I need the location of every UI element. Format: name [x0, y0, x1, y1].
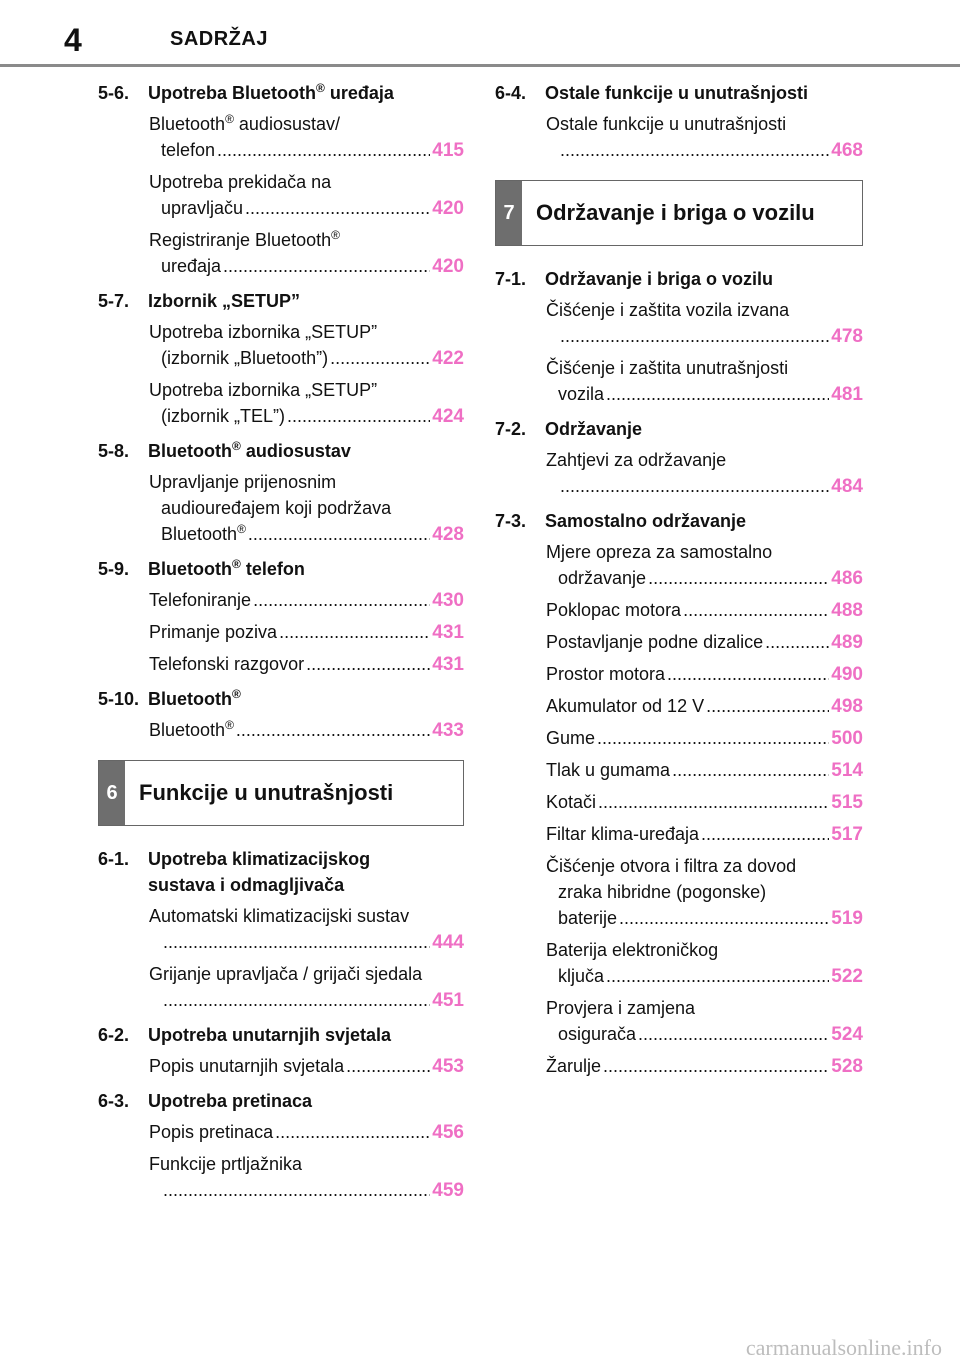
toc-entry[interactable]: Poklopac motora488: [546, 597, 863, 624]
section-heading: 5-9.Bluetooth® telefon: [98, 557, 305, 579]
page-link[interactable]: 488: [831, 600, 863, 621]
page-link[interactable]: 420: [432, 256, 464, 277]
toc-entry[interactable]: Upotreba izbornika „SETUP” (izbornik „Bl…: [149, 319, 464, 372]
page-link[interactable]: 451: [432, 990, 464, 1011]
page-link[interactable]: 468: [831, 140, 863, 161]
page-link[interactable]: 478: [831, 326, 863, 347]
toc-entry[interactable]: Upravljanje prijenosnim audiouređajem ko…: [149, 469, 464, 548]
toc-entry[interactable]: Registriranje Bluetooth® uređaja420: [149, 227, 464, 280]
page-link[interactable]: 431: [432, 622, 464, 643]
header-rule: [0, 64, 960, 67]
section-heading: 6-2.Upotreba unutarnjih svjetala: [98, 1025, 392, 1045]
toc-left-column: 5-6.Upotreba Bluetooth® uređaja Bluetoot…: [98, 80, 464, 1204]
page-link[interactable]: 422: [432, 348, 464, 369]
chapter-number: 6: [99, 761, 125, 825]
chapter-box: 6 Funkcije u unutrašnjosti: [98, 760, 464, 826]
toc-entry[interactable]: Žarulje528: [546, 1053, 863, 1080]
page-link[interactable]: 489: [831, 632, 863, 653]
page-link[interactable]: 528: [831, 1056, 863, 1077]
page-link[interactable]: 500: [831, 728, 863, 749]
page-link[interactable]: 498: [831, 696, 863, 717]
page-link[interactable]: 420: [432, 198, 464, 219]
toc-entry[interactable]: Čišćenje i zaštita unutrašnjosti vozila4…: [546, 355, 863, 408]
page-link[interactable]: 453: [432, 1056, 464, 1077]
page-link[interactable]: 430: [432, 590, 464, 611]
page-link[interactable]: 524: [831, 1024, 863, 1045]
toc-entry[interactable]: Tlak u gumama514: [546, 757, 863, 784]
toc-entry[interactable]: Primanje poziva431: [149, 619, 464, 646]
page-link[interactable]: 456: [432, 1122, 464, 1143]
toc-entry[interactable]: Popis unutarnjih svjetala453: [149, 1053, 464, 1080]
toc-entry[interactable]: Baterija elektroničkog ključa522: [546, 937, 863, 990]
chapter-heading: Održavanje i briga o vozilu: [536, 200, 815, 225]
toc-entry[interactable]: Popis pretinaca456: [149, 1119, 464, 1146]
chapter-number: 7: [496, 181, 522, 245]
toc-entry[interactable]: Gume500: [546, 725, 863, 752]
page-link[interactable]: 490: [831, 664, 863, 685]
page-link[interactable]: 484: [831, 476, 863, 497]
section-heading: 6-4.Ostale funkcije u unutrašnjosti: [495, 83, 809, 103]
toc-entry[interactable]: Prostor motora490: [546, 661, 863, 688]
page-header: 4 SADRŽAJ: [0, 0, 960, 70]
toc-entry[interactable]: Čišćenje otvora i filtra za dovod zraka …: [546, 853, 863, 932]
page-link[interactable]: 415: [432, 140, 464, 161]
page-number: 4: [64, 22, 82, 58]
section-heading: 7-3.Samostalno održavanje: [495, 511, 747, 531]
toc-entry[interactable]: Bluetooth®433: [149, 717, 464, 744]
section-heading: 7-1.Održavanje i briga o vozilu: [495, 269, 774, 289]
toc-entry[interactable]: Telefonski razgovor431: [149, 651, 464, 678]
section-heading: 6-3.Upotreba pretinaca: [98, 1091, 313, 1111]
page-link[interactable]: 481: [831, 384, 863, 405]
toc-entry[interactable]: Bluetooth® audiosustav/ telefon415: [149, 111, 464, 164]
page-link[interactable]: 515: [831, 792, 863, 813]
toc-entry[interactable]: Provjera i zamjena osigurača524: [546, 995, 863, 1048]
page-link[interactable]: 433: [432, 720, 464, 741]
section-heading: 5-8.Bluetooth® audiosustav: [98, 439, 351, 461]
toc-entry[interactable]: Čišćenje i zaštita vozila izvana 478: [546, 297, 863, 350]
toc-entry[interactable]: Zahtjevi za održavanje 484: [546, 447, 863, 500]
chapter-box: 7 Održavanje i briga o vozilu: [495, 180, 863, 246]
section-heading: 7-2.Održavanje: [495, 419, 643, 439]
toc-entry[interactable]: Mjere opreza za samostalno održavanje486: [546, 539, 863, 592]
toc-entry[interactable]: Funkcije prtljažnika 459: [149, 1151, 464, 1204]
toc-entry[interactable]: Automatski klimatizacijski sustav 444: [149, 903, 464, 956]
page-link[interactable]: 459: [432, 1180, 464, 1201]
page-link[interactable]: 431: [432, 654, 464, 675]
toc-entry[interactable]: Akumulator od 12 V498: [546, 693, 863, 720]
toc-entry[interactable]: Upotreba prekidača na upravljaču420: [149, 169, 464, 222]
toc-entry[interactable]: Postavljanje podne dizalice489: [546, 629, 863, 656]
toc-entry[interactable]: Grijanje upravljača / grijači sjedala 45…: [149, 961, 464, 1014]
page-link[interactable]: 424: [432, 406, 464, 427]
page-link[interactable]: 517: [831, 824, 863, 845]
page-link[interactable]: 486: [831, 568, 863, 589]
section-heading: 5-6.Upotreba Bluetooth® uređaja: [98, 81, 394, 103]
toc-entry[interactable]: Ostale funkcije u unutrašnjosti 468: [546, 111, 863, 164]
section-heading: 5-10.Bluetooth®: [98, 687, 241, 709]
toc-right-column: 6-4.Ostale funkcije u unutrašnjosti Osta…: [495, 80, 863, 1080]
page-link[interactable]: 514: [831, 760, 863, 781]
page-link[interactable]: 522: [831, 966, 863, 987]
toc-entry[interactable]: Telefoniranje430: [149, 587, 464, 614]
page-link[interactable]: 428: [432, 524, 464, 545]
section-heading: 5-7.Izbornik „SETUP”: [98, 291, 301, 311]
toc-entry[interactable]: Kotači515: [546, 789, 863, 816]
toc-entry[interactable]: Upotreba izbornika „SETUP” (izbornik „TE…: [149, 377, 464, 430]
page-link[interactable]: 519: [831, 908, 863, 929]
chapter-title: SADRŽAJ: [170, 28, 268, 50]
toc-entry[interactable]: Filtar klima-uređaja517: [546, 821, 863, 848]
chapter-heading: Funkcije u unutrašnjosti: [139, 780, 394, 805]
watermark: carmanualsonline.info: [745, 1335, 942, 1360]
page-link[interactable]: 444: [432, 932, 464, 953]
